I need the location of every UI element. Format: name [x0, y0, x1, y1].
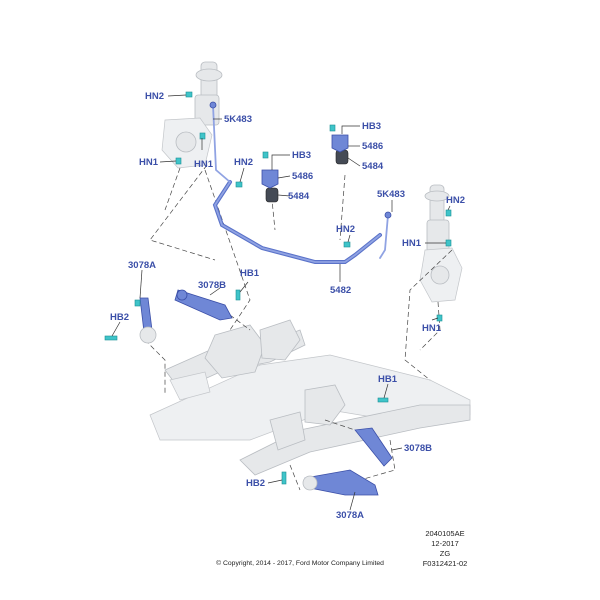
- callout-labels: HN2 5K483 HN1 HN1 HN2 HB3 5486 5484 HB3 …: [110, 91, 465, 521]
- ref-line-4: F0312421-02: [422, 559, 468, 568]
- callout-hb3-top: HB3: [362, 121, 381, 132]
- callout-hn1-right-low: HN1: [422, 323, 442, 334]
- callout-hb1-right: HB1: [378, 374, 398, 385]
- callout-hn2-mid: HN2: [234, 157, 253, 168]
- bushing-5484-mid[interactable]: [265, 187, 279, 203]
- callout-hn1-left-a: HN1: [139, 157, 159, 168]
- callout-hn1-left-b: HN1: [194, 159, 214, 170]
- callout-hb2-left: HB2: [110, 312, 129, 323]
- right-strut-assembly: [419, 184, 463, 303]
- callout-5482: 5482: [330, 285, 351, 296]
- callout-hn2-right: HN2: [446, 195, 465, 206]
- callout-leaders: [111, 94, 451, 511]
- callout-5k483-right: 5K483: [377, 189, 405, 200]
- callout-3078a-left: 3078A: [128, 260, 156, 271]
- callout-hn1-right: HN1: [402, 238, 422, 249]
- lower-arm-3078a-left[interactable]: [139, 297, 157, 344]
- callout-hn2-top-left: HN2: [145, 91, 164, 102]
- callout-5484-mid: 5484: [288, 191, 310, 202]
- ref-line-3: ZG: [439, 549, 451, 558]
- bracket-5486-top[interactable]: [331, 134, 349, 153]
- front-subframe: [149, 319, 471, 476]
- lower-arm-3078b-right[interactable]: [354, 427, 393, 467]
- callout-3078a-bottom: 3078A: [336, 510, 364, 521]
- callout-hb2-bottom: HB2: [246, 478, 265, 489]
- callout-3078b-left: 3078B: [198, 280, 226, 291]
- callout-5486-mid: 5486: [292, 171, 313, 182]
- bracket-5486-mid[interactable]: [261, 169, 279, 189]
- fasteners: [104, 91, 452, 485]
- callout-hn2-right-mid: HN2: [336, 224, 355, 235]
- stabilizer-link-right[interactable]: [379, 211, 392, 259]
- callout-hb3-mid: HB3: [292, 150, 311, 161]
- ref-line-2: 12-2017: [431, 539, 459, 548]
- stabilizer-bar[interactable]: [212, 180, 382, 264]
- callout-5486-top: 5486: [362, 141, 383, 152]
- callout-5484-top: 5484: [362, 161, 384, 172]
- ref-line-1: 2040105AE: [425, 529, 465, 538]
- left-strut-assembly: [161, 61, 223, 169]
- copyright-notice: © Copyright, 2014 - 2017, Ford Motor Com…: [216, 560, 384, 567]
- assembly-dashed-lines: [144, 164, 453, 491]
- lower-arm-3078a-right[interactable]: [302, 469, 379, 496]
- lower-arm-3078b-left[interactable]: [174, 289, 233, 321]
- callout-3078b-right: 3078B: [404, 443, 432, 454]
- callout-hb1-left: HB1: [240, 268, 260, 279]
- callout-5k483-left: 5K483: [224, 114, 252, 125]
- bushing-5484-top[interactable]: [335, 149, 349, 165]
- stabilizer-link-left[interactable]: [209, 101, 231, 183]
